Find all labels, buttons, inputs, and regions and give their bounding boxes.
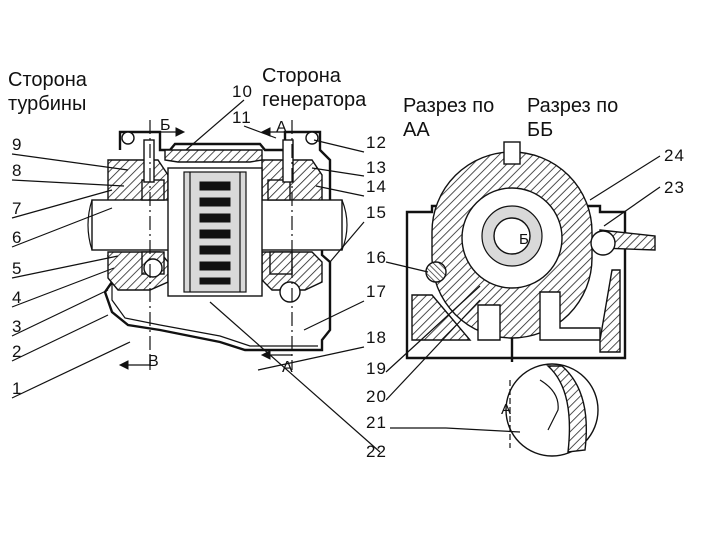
leader-6 (11, 207, 113, 248)
shaft-end-left (87, 199, 93, 251)
detail-view-edge (539, 379, 559, 431)
oil-pipe-bore (590, 230, 616, 256)
longitudinal-section: Б А В А (87, 117, 348, 376)
callout-11: 11 (232, 108, 252, 127)
section-mark-b-bottom: В (148, 353, 159, 370)
callout-3: 3 (12, 317, 22, 336)
heading-generator-side-line2: генератора (262, 89, 367, 111)
callout-21: 21 (366, 413, 387, 432)
heading-section-bb-line2: ББ (527, 119, 553, 141)
heading-section-bb-line1: Разрез по (527, 95, 618, 117)
callout-1: 1 (12, 379, 22, 398)
leader-13 (311, 167, 365, 177)
detail-view-hatch (546, 365, 588, 453)
leader-21b (445, 427, 521, 433)
generator-bearing-ball (279, 281, 301, 303)
heading-section-aa: Разрез по АА (403, 95, 494, 141)
cross-section-view: Б А (405, 141, 656, 457)
callout-labels: 1 2 3 4 5 6 7 8 9 10 11 12 13 14 15 16 1… (12, 82, 685, 461)
upper-cover (164, 149, 263, 163)
leader-14 (315, 185, 365, 197)
turbine-bearing-ball (143, 258, 163, 278)
callout-19: 19 (366, 359, 387, 378)
leader-11 (243, 125, 277, 139)
leader-12 (313, 139, 365, 153)
heading-turbine-side: Сторона турбины (8, 69, 88, 115)
dowel-pin (425, 261, 447, 283)
heading-generator-side-line1: Сторона (262, 65, 342, 87)
leader-4 (11, 267, 115, 308)
callout-12: 12 (366, 133, 387, 152)
leader-3 (11, 289, 109, 337)
callout-23: 23 (664, 178, 685, 197)
oil-pocket-left (477, 304, 501, 341)
callout-8: 8 (12, 161, 22, 180)
callout-4: 4 (12, 288, 22, 307)
leader-9 (11, 153, 129, 171)
callout-14: 14 (366, 177, 387, 196)
callout-15: 15 (366, 203, 387, 222)
heading-turbine-side-line1: Сторона (8, 69, 88, 91)
lifting-eye-right (305, 131, 319, 145)
heading-section-bb: Разрез по ББ (527, 95, 618, 141)
callout-22: 22 (366, 442, 387, 461)
oil-pocket-right (539, 291, 601, 341)
oil-sump-line (111, 282, 318, 347)
leader-20 (385, 299, 481, 401)
heading-section-aa-line1: Разрез по (403, 95, 494, 117)
heading-generator-side: Сторона генератора (262, 65, 367, 111)
lifting-eye-left (121, 131, 135, 145)
generator-seal-lower (269, 251, 293, 275)
leader-lines (11, 99, 661, 453)
callout-20: 20 (366, 387, 387, 406)
callout-17: 17 (366, 282, 387, 301)
heading-section-aa-line2: АА (403, 119, 430, 141)
bolt-right (282, 139, 294, 183)
callout-16: 16 (366, 248, 387, 267)
section-mark-b-top: Б (160, 117, 171, 134)
base-rib-left (411, 294, 472, 341)
leader-16 (385, 261, 429, 273)
section-mark-a-detail: А (501, 401, 511, 418)
generator-seal-upper (267, 179, 291, 201)
leader-2 (11, 314, 109, 362)
callout-9: 9 (12, 135, 22, 154)
leader-22 (209, 301, 381, 453)
callout-24: 24 (664, 146, 685, 165)
leader-5 (11, 255, 119, 279)
callout-18: 18 (366, 328, 387, 347)
top-bolt (503, 141, 521, 165)
section-mark-a-bottom: А (282, 359, 293, 376)
callout-13: 13 (366, 158, 387, 177)
callout-6: 6 (12, 228, 22, 247)
leader-10 (185, 99, 245, 151)
leader-17 (303, 300, 365, 331)
leader-8 (11, 179, 125, 187)
base-rib-right (599, 269, 621, 353)
gear-teeth (199, 181, 231, 285)
turbine-seal-upper (141, 179, 165, 201)
heading-turbine-side-line2: турбины (8, 93, 86, 115)
bolt-left (143, 139, 155, 183)
section-mark-b-center: Б (519, 231, 529, 248)
leader-18 (257, 346, 365, 371)
leader-15 (329, 221, 365, 263)
leader-24 (589, 155, 661, 201)
callout-7: 7 (12, 199, 22, 218)
leader-1 (11, 341, 131, 399)
callout-2: 2 (12, 342, 22, 361)
journal-bore (493, 217, 531, 255)
section-mark-a-top: А (276, 119, 287, 136)
leader-19 (385, 285, 481, 373)
callout-5: 5 (12, 259, 22, 278)
callout-10: 10 (232, 82, 253, 101)
leader-23 (603, 186, 661, 227)
leader-7 (11, 189, 113, 219)
cross-section-housing (405, 204, 627, 360)
